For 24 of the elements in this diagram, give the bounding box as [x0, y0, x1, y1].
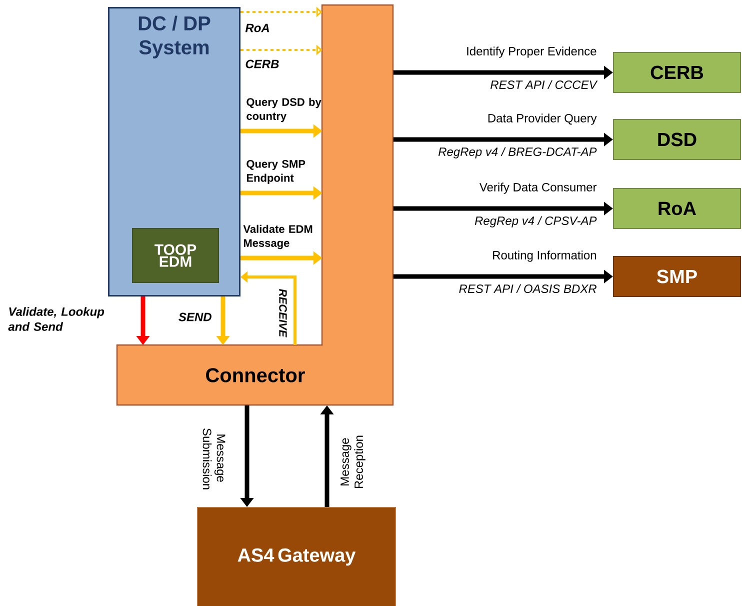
- edge-label: Query SMP Endpoint: [246, 160, 306, 184]
- protocol-label: RegRep v4 / BREG-DCAT-AP: [438, 147, 597, 158]
- edge-label: Validate EDM Message: [243, 224, 312, 250]
- edge-label: Message Submission: [202, 428, 226, 490]
- edge-label: RECEIVE: [279, 289, 287, 338]
- service-box: SMP: [613, 256, 741, 297]
- gateway-box: AS4 Gateway: [197, 507, 396, 606]
- protocol-label: REST API / OASIS BDXR: [459, 284, 596, 293]
- edge-label: CERB: [246, 60, 279, 68]
- edge-label: Routing Information: [493, 250, 596, 262]
- service-box: CERB: [613, 52, 741, 93]
- edge-label: Message Reception: [340, 436, 366, 488]
- edge-label: Data Provider Query: [488, 114, 597, 125]
- edge-label: Validate, Lookup and Send: [8, 307, 104, 331]
- protocol-label: REST API / CCCEV: [490, 80, 598, 89]
- edge-label: SEND: [178, 312, 212, 322]
- edge-label: Query DSD by country: [246, 98, 322, 122]
- service-box: RoA: [613, 188, 741, 229]
- edge-label: Identify Proper Evidence: [467, 46, 596, 58]
- edge-label: Verify Data Consumer: [479, 182, 597, 194]
- protocol-label: RegRep v4 / CPSV-AP: [474, 216, 597, 228]
- service-box: DSD: [613, 119, 741, 160]
- edge-label: RoA: [245, 24, 269, 32]
- module-box: TOOP EDM: [132, 228, 219, 283]
